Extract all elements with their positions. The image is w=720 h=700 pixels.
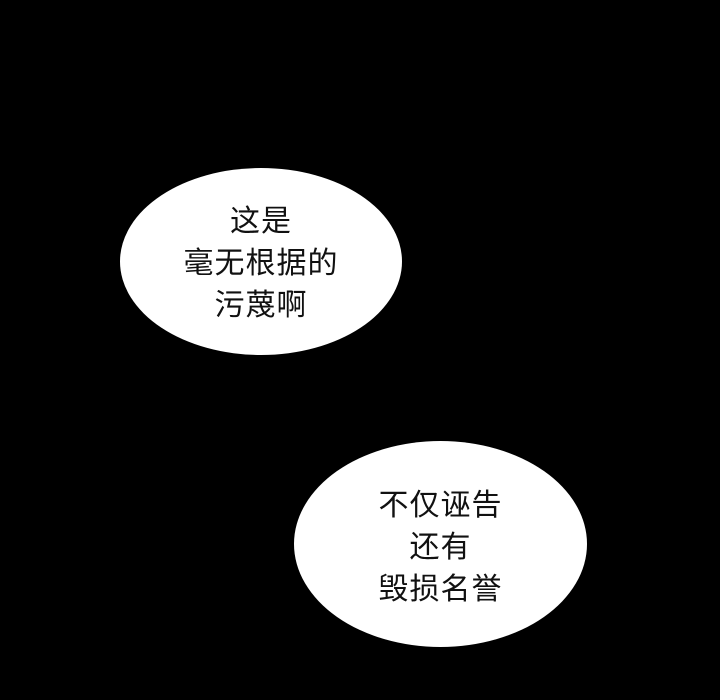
bubble-1-line-1: 这是 [230, 203, 292, 239]
bubble-1-line-2: 毫无根据的 [183, 245, 339, 281]
speech-bubble-1: 这是 毫无根据的 污蔑啊 [120, 168, 402, 355]
bubble-1-line-3: 污蔑啊 [214, 287, 308, 323]
bubble-2-line-1: 不仅诬告 [378, 488, 503, 523]
bubble-2-line-3: 毁损名誉 [378, 572, 503, 607]
speech-bubble-2: 不仅诬告 还有 毁损名誉 [294, 441, 587, 647]
bubble-2-line-2: 还有 [409, 530, 472, 565]
